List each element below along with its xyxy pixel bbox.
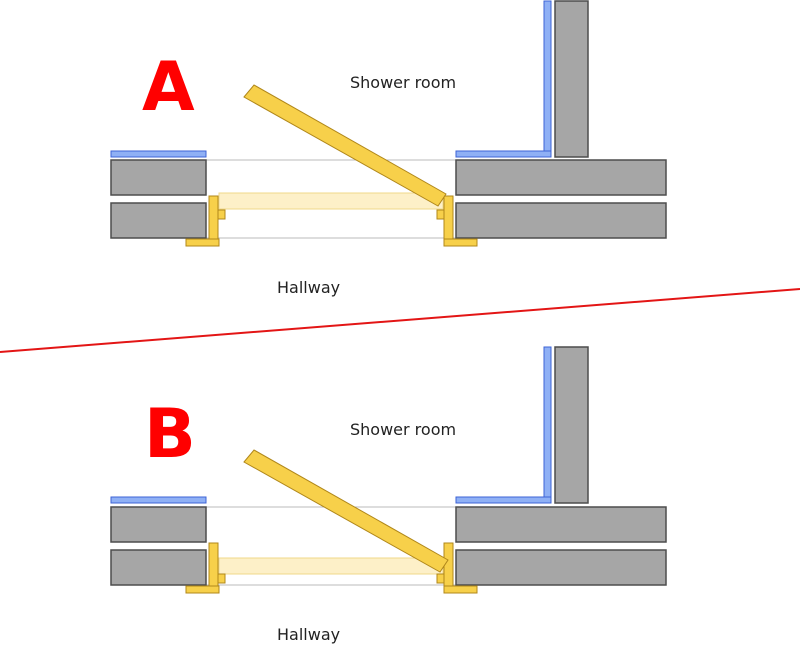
panel-a: A Shower room Hallway [110,0,667,297]
right-frame-foot [443,585,478,594]
hallway-label: Hallway [277,278,340,297]
left-floor-tile [110,496,207,504]
left-frame-nub [217,209,226,220]
left-wall-upper [110,159,207,196]
left-frame-post [208,195,219,245]
left-wall-lower [110,549,207,586]
wall-tile-vertical [543,346,552,504]
left-frame-nub [217,573,226,584]
closed-door-outline [218,557,444,575]
right-wall-upper [455,159,667,196]
door-leaf-open [243,449,449,573]
shower-room-label: Shower room [350,73,456,92]
hallway-label: Hallway [277,625,340,644]
panel-letter: A [142,48,195,127]
shower-room-label: Shower room [350,420,456,439]
right-frame-nub [436,573,445,584]
floor-tile-right [455,150,552,158]
closed-door-outline [218,192,444,210]
left-floor-tile [110,150,207,158]
right-wall-upper [455,506,667,543]
left-frame-post [208,542,219,592]
divider-line [0,288,800,353]
vertical-wall [554,346,589,504]
left-wall-lower [110,202,207,239]
vertical-wall [554,0,589,158]
left-frame-foot [185,238,220,247]
right-frame-nub [436,209,445,220]
wall-tile-vertical [543,0,552,158]
floor-tile-right [455,496,552,504]
left-frame-foot [185,585,220,594]
left-wall-upper [110,506,207,543]
right-wall-lower [455,202,667,239]
door-leaf-open [243,84,447,207]
panel-b: B Shower room Hallway [110,346,667,644]
right-frame-post [443,542,454,592]
right-frame-foot [443,238,478,247]
right-frame-post [443,195,454,245]
right-wall-lower [455,549,667,586]
panel-letter: B [144,395,196,474]
